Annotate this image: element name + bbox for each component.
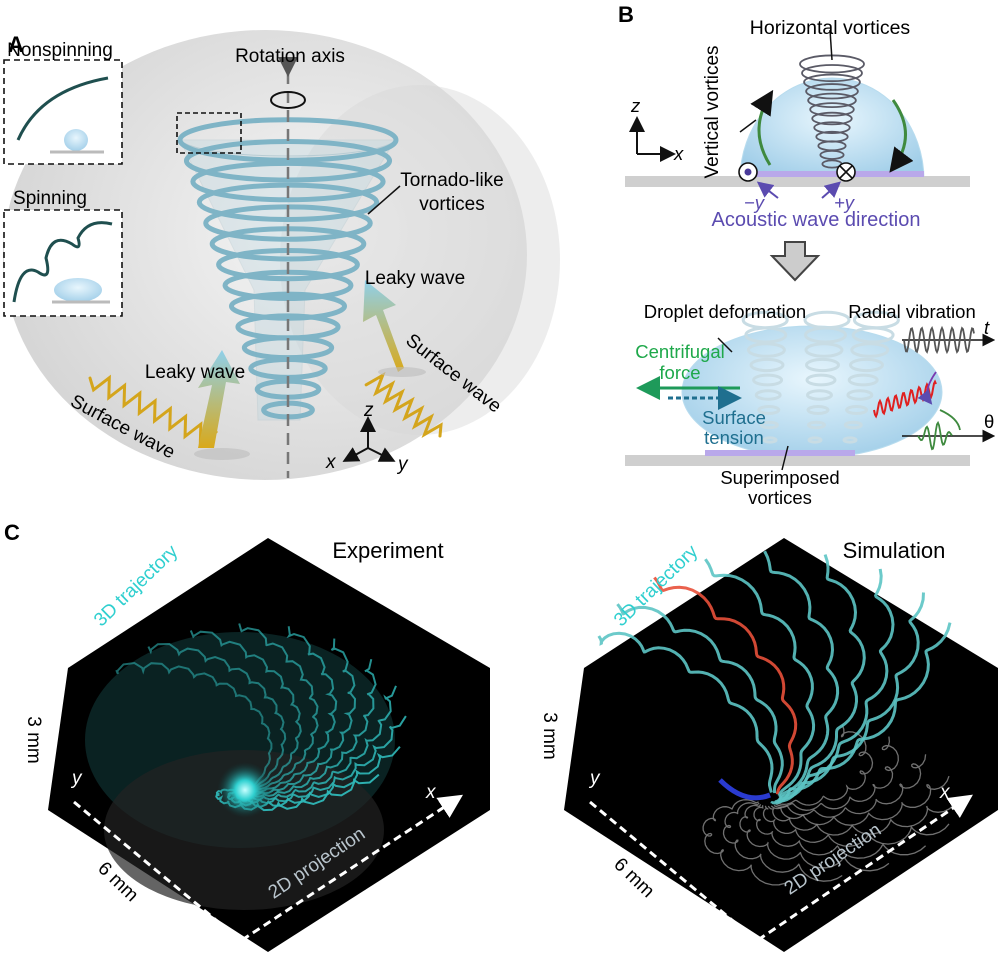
- panel-a: A Nonspinning Spinning Rotation axis Tor…: [3, 30, 560, 480]
- experiment-cube: [28, 538, 490, 952]
- panel-c-label: C: [4, 520, 20, 545]
- vertical-vortices-label: Vertical vortices: [702, 45, 723, 178]
- signal-theta-label: θ: [984, 411, 994, 432]
- transition-arrow-icon: [769, 241, 821, 282]
- acoustic-wave-label: Acoustic wave direction: [712, 209, 921, 231]
- horizontal-vortices-coil: [799, 54, 865, 169]
- axis-a-z: z: [363, 400, 374, 421]
- simulation-cube: [544, 538, 998, 952]
- exp-axis-y: y: [70, 768, 83, 789]
- leaky-wave-left-icon: [198, 350, 240, 448]
- sim-axis-z: z: [571, 666, 582, 687]
- exp-axis-x: x: [425, 782, 437, 803]
- surface-wave-left-icon: [88, 374, 218, 448]
- inset-nonspinning-label: Nonspinning: [7, 40, 113, 61]
- sim-dim-3mm: 3 mm: [539, 712, 560, 760]
- rotation-axis-label: Rotation axis: [235, 46, 345, 67]
- radial-vibration-icon: [873, 379, 937, 419]
- sim-axis-x: x: [939, 782, 951, 803]
- axis-b-x: x: [673, 143, 684, 164]
- tornado-label-2: vortices: [419, 194, 484, 215]
- simulation-projection: [702, 724, 958, 886]
- leaky-wave-left-label: Leaky wave: [145, 362, 245, 383]
- signal-theta-icon: [917, 420, 953, 451]
- tornado-label-1: Tornado-like: [400, 170, 504, 191]
- axis-a-x: x: [325, 452, 337, 473]
- inset-spinning-label: Spinning: [13, 188, 87, 209]
- superimposed-label-1: Superimposed: [720, 467, 839, 488]
- droplet-top: [739, 77, 925, 181]
- plus-y-label: +y: [834, 192, 856, 213]
- surface-tension-label-1: Surface: [702, 407, 766, 428]
- inset-spinning: [3, 209, 123, 317]
- panel-a-label: A: [8, 32, 24, 57]
- signal-t-label: t: [984, 317, 990, 338]
- horizontal-vortices-label: Horizontal vortices: [750, 17, 911, 39]
- panel-b: B: [618, 2, 996, 508]
- surface-wave-right-icon: [364, 371, 443, 438]
- simulation-title: Simulation: [843, 538, 946, 563]
- panel-c: C Experiment: [4, 520, 998, 952]
- rotation-arrow-icon: [270, 91, 306, 109]
- minus-y-label: −y: [744, 192, 766, 213]
- droplet-deformation-label: Droplet deformation: [644, 301, 806, 322]
- exp-axis-z: z: [53, 666, 64, 687]
- substrate-top: [625, 176, 970, 187]
- leaky-wave-right-label: Leaky wave: [365, 268, 465, 289]
- axis-a-y: y: [396, 454, 409, 475]
- exp-dim-3mm: 3 mm: [23, 716, 44, 764]
- superimposed-label-2: vortices: [748, 487, 812, 508]
- radial-vibration-label: Radial vibration: [848, 301, 976, 322]
- surface-tension-label-2: tension: [704, 427, 764, 448]
- panel-b-label: B: [618, 2, 634, 27]
- substrate-bottom: [625, 455, 970, 466]
- sim-axis-y: y: [588, 768, 601, 789]
- signal-t-icon: [903, 325, 975, 355]
- superimposed-vortices-coil: [741, 310, 900, 444]
- axis-b-z: z: [630, 95, 640, 116]
- centrifugal-label-1: Centrifugal: [635, 341, 724, 362]
- axes-a-icon: [342, 416, 396, 462]
- leaky-wave-right-icon: [363, 280, 404, 372]
- simulation-trajectory: [597, 550, 952, 805]
- inset-nonspinning: [3, 59, 123, 165]
- centrifugal-label-2: force: [659, 362, 700, 383]
- experiment-title: Experiment: [332, 538, 443, 563]
